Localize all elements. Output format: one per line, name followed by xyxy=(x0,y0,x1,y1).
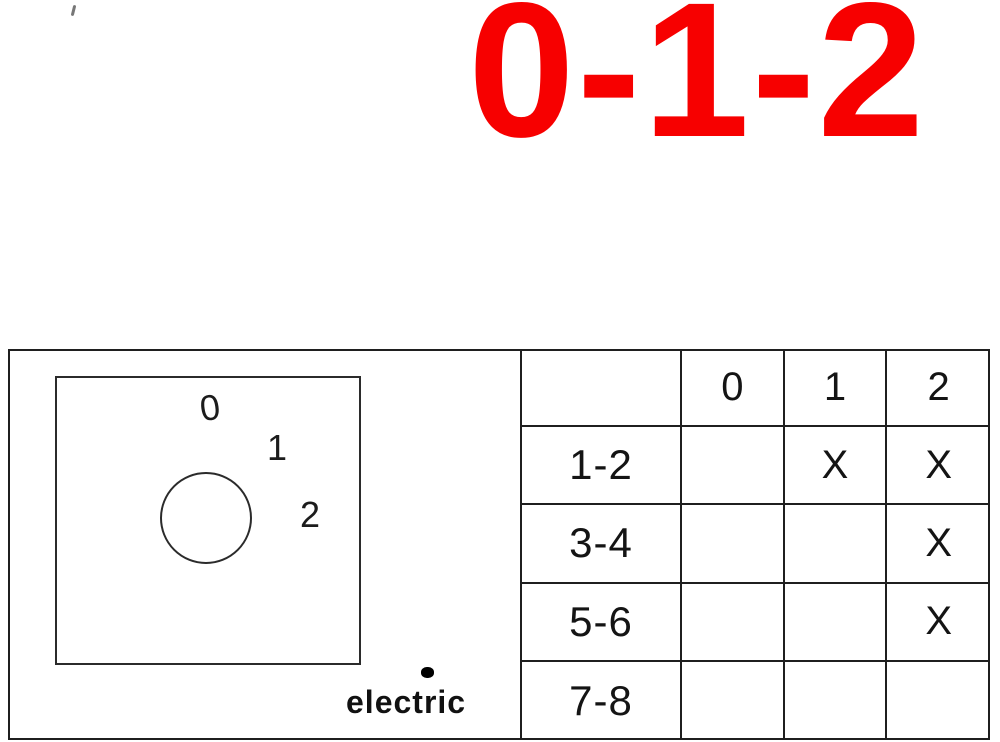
table-header-cell: 2 xyxy=(887,349,990,428)
table-cell xyxy=(887,662,990,740)
table-cell xyxy=(784,583,888,662)
table-cell xyxy=(784,505,888,584)
table-cell xyxy=(682,583,785,662)
table-row-label: 1-2 xyxy=(522,427,682,506)
table-header-cell: 0 xyxy=(682,349,785,428)
table-cell: X xyxy=(784,427,888,506)
table-cell: X xyxy=(887,584,990,662)
table-row-label: 7-8 xyxy=(522,661,682,740)
table-cell: X xyxy=(887,427,990,506)
brand-label: electric xyxy=(346,684,467,720)
page-title: 0-1-2 xyxy=(468,0,927,177)
table-corner-cell xyxy=(522,349,682,428)
table-cell xyxy=(682,505,785,584)
table-cell xyxy=(682,661,785,740)
table-header-cell: 1 xyxy=(784,349,888,428)
table-row-label: 5-6 xyxy=(522,583,682,662)
position-label-1: 1 xyxy=(267,427,288,468)
table-cell xyxy=(785,661,888,740)
table-cell xyxy=(682,427,785,506)
stray-mark xyxy=(70,4,77,17)
print-artifact-dot xyxy=(421,667,434,678)
switch-panel xyxy=(55,376,361,665)
table-row-label: 3-4 xyxy=(522,505,682,584)
switch-knob-circle xyxy=(160,472,252,564)
position-label-2: 2 xyxy=(300,494,321,535)
table-cell: X xyxy=(887,505,990,584)
